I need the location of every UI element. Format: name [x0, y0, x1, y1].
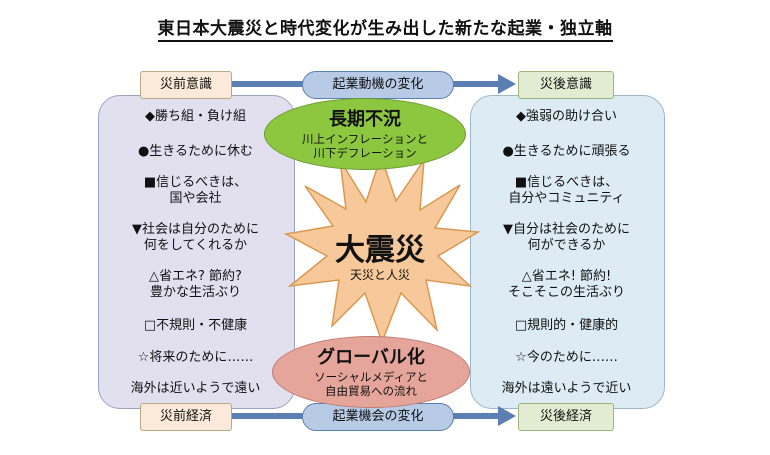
right-item: □規則的・健康的	[514, 318, 619, 333]
globalization-title: グローバル化	[317, 347, 425, 368]
recession-oval: 長期不況 川上インフレーションと 川下デフレーション	[264, 98, 466, 170]
opportunity-change-label: 起業機会の変化	[302, 403, 454, 431]
right-item: ◆強弱の助け合い	[516, 109, 617, 124]
left-item: ■信じるべきは、国や会社	[143, 175, 248, 206]
left-item: 海外は近いようで遠い	[130, 381, 261, 396]
recession-title: 長期不況	[329, 109, 401, 130]
post-economy-tag: 災後経済	[518, 403, 614, 431]
right-item: ☆今のために……	[515, 350, 618, 365]
right-item: ▼自分は社会のために何ができるか	[503, 222, 630, 253]
left-item: ●生きるために休む	[137, 144, 254, 159]
right-item: 海外は遠いようで近い	[501, 381, 632, 396]
bottom-arrowhead	[498, 406, 516, 426]
pre-awareness-tag: 災前意識	[140, 71, 232, 99]
disaster-title: 大震災	[335, 233, 425, 268]
right-item: △省エネ! 節約!そこそこの生活ぶり	[507, 269, 625, 300]
top-arrowhead	[498, 74, 516, 94]
post-awareness-tag: 災後意識	[518, 71, 614, 99]
globalization-line-2: 自由貿易への流れ	[325, 384, 417, 398]
left-item: ☆将来のために……	[137, 350, 254, 365]
left-item: △省エネ? 節約?豊かな生活ぶり	[149, 269, 242, 300]
right-item: ■信じるべきは、自分やコミュニティ	[508, 175, 625, 206]
recession-line-1: 川上インフレーションと	[302, 132, 428, 146]
recession-line-2: 川下デフレーション	[313, 146, 417, 160]
pre-disaster-panel	[98, 95, 295, 409]
globalization-oval: グローバル化 ソーシャルメディアと 自由貿易への流れ	[272, 336, 470, 408]
diagram-title: 東日本大震災と時代変化が生み出した新たな起業・独立軸	[0, 14, 770, 42]
post-disaster-panel	[470, 95, 665, 409]
pre-economy-tag: 災前経済	[140, 403, 232, 431]
left-item: ▼社会は自分のために何をしてくれるか	[132, 222, 259, 253]
globalization-line-1: ソーシャルメディアと	[314, 370, 428, 384]
left-item: □不規則・不健康	[143, 318, 248, 333]
right-item: ●生きるために頑張る	[502, 144, 631, 159]
motive-change-label: 起業動機の変化	[302, 71, 454, 99]
disaster-subtitle: 天災と人災	[349, 268, 410, 282]
left-item: ◆勝ち組・負け組	[145, 109, 246, 124]
